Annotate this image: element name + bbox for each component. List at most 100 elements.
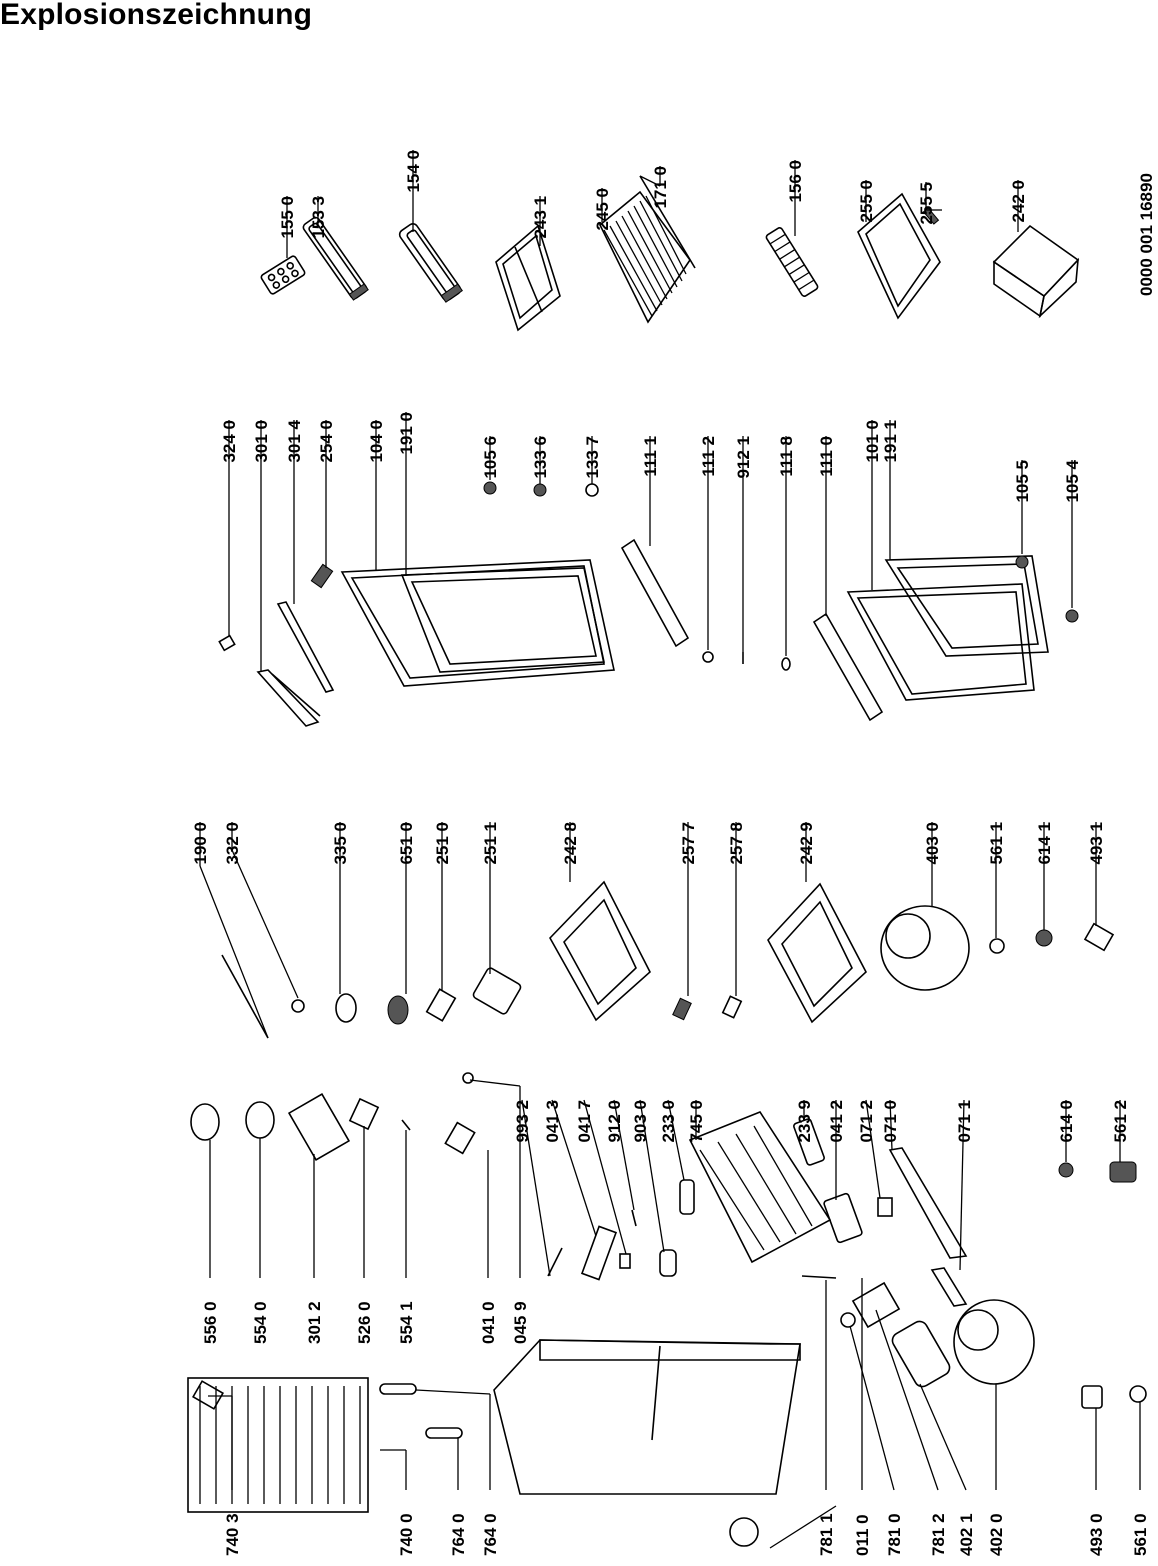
part-label: 614 0 xyxy=(1057,1100,1076,1143)
freezer-gasket-drawing xyxy=(884,555,1049,657)
part-label: 041 0 xyxy=(479,1301,498,1344)
thermostat-drawing xyxy=(472,967,522,1015)
door-hinge-small-drawing xyxy=(310,563,334,589)
part-label: 251 0 xyxy=(433,822,452,865)
part-label: 105 6 xyxy=(481,436,500,479)
part-label: 041 7 xyxy=(575,1100,594,1143)
cover-781-2-drawing xyxy=(851,1281,901,1329)
clip-257-7-drawing xyxy=(672,997,692,1021)
spring-556-drawing xyxy=(190,1103,220,1141)
dryer-filter-top-drawing xyxy=(379,1383,417,1395)
part-label: 912 0 xyxy=(605,1100,624,1143)
part-label: 171 0 xyxy=(651,166,670,209)
door-shelf-small-drawing xyxy=(302,216,369,301)
leader-lines xyxy=(199,150,1141,1549)
part-label: 554 0 xyxy=(251,1301,270,1344)
part-label: 335 0 xyxy=(331,822,350,865)
part-label: 781 1 xyxy=(817,1513,836,1556)
part-label: 045 9 xyxy=(511,1301,530,1344)
bracket-614-0-drawing xyxy=(1058,1162,1074,1178)
door-label-drawing xyxy=(218,634,236,652)
foot-drawing xyxy=(729,1517,759,1547)
part-label: 153 3 xyxy=(309,196,328,239)
sticker-drawing xyxy=(425,988,457,1022)
part-label: 324 0 xyxy=(220,420,239,463)
freezer-flap-drawing xyxy=(857,192,941,320)
feet-parts-drawing xyxy=(801,1275,837,1279)
condenser-clip-drawing xyxy=(192,1380,224,1410)
part-label: 651 0 xyxy=(397,822,416,865)
grommet-561-2-drawing xyxy=(1109,1161,1137,1183)
lamp-drawing xyxy=(387,995,409,1025)
hinge-105-4-drawing xyxy=(1065,609,1079,623)
part-label: 251 1 xyxy=(481,822,500,865)
wire-shelf-drawing xyxy=(599,175,696,324)
part-label: 402 1 xyxy=(957,1513,976,1556)
part-label: 556 0 xyxy=(201,1301,220,1344)
part-label: 111 0 xyxy=(817,436,836,477)
clip-257-8-drawing xyxy=(721,995,743,1019)
part-label: 111 1 xyxy=(641,436,660,477)
part-label: 764 0 xyxy=(481,1513,500,1556)
part-label: 493 0 xyxy=(1087,1513,1106,1556)
part-label: 233 9 xyxy=(795,1100,814,1143)
part-label: 912 1 xyxy=(734,436,753,479)
part-label: 781 2 xyxy=(929,1513,948,1556)
rod-drawing xyxy=(221,954,269,1039)
part-label: 257 8 xyxy=(727,822,746,865)
part-label: 105 5 xyxy=(1013,460,1032,503)
part-label: 254 0 xyxy=(317,420,336,463)
part-label: 740 3 xyxy=(223,1513,242,1556)
part-label: 561 2 xyxy=(1111,1100,1130,1143)
door-handle-drawing xyxy=(256,669,321,727)
part-label: 071 1 xyxy=(955,1100,974,1143)
part-label: 154 0 xyxy=(404,150,423,193)
ice-cube-tray-drawing xyxy=(765,227,819,297)
grommet-561-1-drawing xyxy=(989,938,1005,954)
part-label: 155 0 xyxy=(278,196,297,239)
part-label: 156 0 xyxy=(786,160,805,203)
part-label: 526 0 xyxy=(355,1301,374,1344)
part-label: 993 2 xyxy=(513,1100,532,1143)
part-label: 255 0 xyxy=(857,180,876,223)
hinge-105-5-drawing xyxy=(1015,555,1029,569)
hinge-bar-2-drawing xyxy=(812,612,884,722)
screw-111-2-drawing xyxy=(702,651,714,663)
condenser-drawing xyxy=(187,1377,369,1513)
part-label: 554 1 xyxy=(397,1301,416,1344)
part-label: 764 0 xyxy=(449,1513,468,1556)
part-label: 745 0 xyxy=(687,1100,706,1143)
part-label: 041 3 xyxy=(543,1100,562,1143)
part-label: 301 4 xyxy=(285,419,304,462)
rails-drawing xyxy=(793,1118,968,1307)
cap-045-9-drawing xyxy=(462,1072,474,1084)
pin-554-1-drawing xyxy=(401,1119,411,1131)
part-label: 257 7 xyxy=(679,822,698,865)
bracket-614-1-drawing xyxy=(1035,929,1053,947)
part-label: 245 0 xyxy=(593,188,612,231)
part-label: 614 1 xyxy=(1035,822,1054,865)
container-drawing xyxy=(992,224,1080,319)
document-number: 0000 001 16890 xyxy=(1137,173,1156,296)
dryer-filter-bottom-drawing xyxy=(425,1427,463,1439)
part-label: 242 9 xyxy=(797,822,816,865)
part-label: 403 0 xyxy=(923,822,942,865)
part-label: 561 1 xyxy=(987,822,1006,865)
fridge-door-drawing xyxy=(340,559,615,687)
part-label: 561 0 xyxy=(1131,1513,1150,1556)
part-label: 191 0 xyxy=(397,412,416,455)
part-label: 332 0 xyxy=(223,822,242,865)
control-board-drawing xyxy=(287,1093,351,1161)
cap-111-8-drawing xyxy=(781,657,791,671)
freezer-drawer-drawing xyxy=(767,882,867,1024)
part-label: 071 0 xyxy=(881,1100,900,1143)
tray-402-1-drawing xyxy=(891,1320,951,1388)
part-label: 301 2 xyxy=(305,1301,324,1344)
part-label: 402 0 xyxy=(987,1513,1006,1556)
spring-554-drawing xyxy=(245,1101,275,1139)
part-label: 133 6 xyxy=(531,436,550,479)
part-label: 111 8 xyxy=(777,436,796,477)
fan-drawing xyxy=(348,1097,380,1131)
